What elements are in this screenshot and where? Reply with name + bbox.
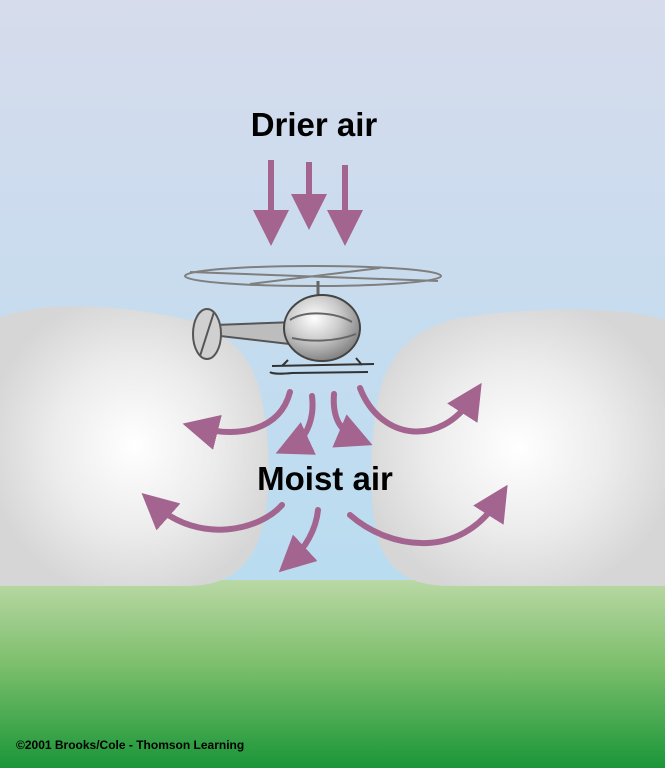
copyright-credit: ©2001 Brooks/Cole - Thomson Learning xyxy=(16,738,245,752)
curved-arrow-icon xyxy=(275,393,316,455)
curved-arrow-icon xyxy=(357,382,482,435)
curved-arrow-icon xyxy=(182,389,293,450)
curved-arrow-icon xyxy=(330,391,373,448)
curved-arrow-icon xyxy=(347,484,508,547)
curved-arrow-icon xyxy=(141,493,285,533)
right-cloud xyxy=(371,309,665,586)
moist-air-label: Moist air xyxy=(257,460,393,497)
rotor-disc xyxy=(184,265,442,287)
curved-arrow-icon xyxy=(278,507,321,573)
helicopter-icon xyxy=(184,265,442,375)
ground xyxy=(0,580,665,768)
drier-air-label: Drier air xyxy=(250,106,378,143)
cockpit xyxy=(283,294,361,362)
left-cloud xyxy=(0,306,269,586)
curved-arrows xyxy=(141,382,508,573)
down-arrows xyxy=(253,160,363,246)
skids xyxy=(269,357,375,375)
